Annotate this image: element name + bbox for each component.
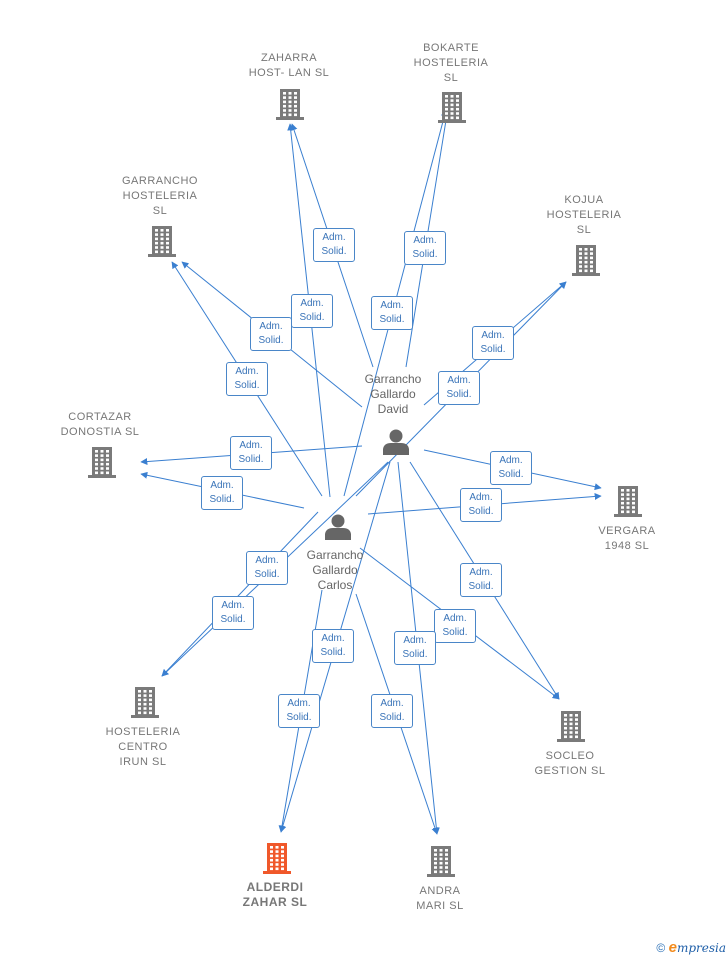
building-icon-kojua[interactable] [572,245,600,276]
role-badge-carlos-cortazar[interactable]: Adm. Solid. [201,476,243,510]
company-label-andra[interactable]: ANDRA MARI SL [416,885,464,912]
company-label-socleo[interactable]: SOCLEO GESTION SL [534,750,606,777]
role-badge-line: Adm. [235,366,259,377]
role-badge-line: Solid. [258,335,284,346]
role-badge-carlos-bokarte[interactable]: Adm. Solid. [371,296,413,330]
building-icon-alderdi[interactable] [263,843,291,874]
person-label-carlos[interactable]: Garrancho Gallardo Carlos [306,548,364,592]
brand-logo-initial: e [668,939,677,956]
role-badge-david-andra[interactable]: Adm. Solid. [394,631,436,665]
role-badge-line: Adm. [255,555,279,566]
role-badge-line: Adm. [321,633,345,644]
role-badge-line: Solid. [412,249,438,260]
building-icon-zaharra[interactable] [276,89,304,120]
role-badge-line: Adm. [380,698,404,709]
role-badge-line: Solid. [468,506,494,517]
role-badge-carlos-socleo[interactable]: Adm. Solid. [434,609,476,643]
role-badge-line: Adm. [380,300,404,311]
company-label-zaharra[interactable]: ZAHARRA HOST- LAN SL [248,52,330,79]
role-badge-line: Solid. [379,712,405,723]
role-badge-david-cortazar[interactable]: Adm. Solid. [230,436,272,470]
building-icon-cortazar[interactable] [88,447,116,478]
role-badge-line: Adm. [322,232,346,243]
role-badge-david-kojua[interactable]: Adm. Solid. [472,326,514,360]
role-badge-david-garrancho[interactable]: Adm. Solid. [250,317,292,351]
role-badge-carlos-andra[interactable]: Adm. Solid. [371,694,413,728]
nodes-layer [88,89,642,877]
role-badge-line: Solid. [286,712,312,723]
building-icon-hosteleria[interactable] [131,687,159,718]
company-label-bokarte[interactable]: BOKARTE HOSTELERIA SL [413,42,489,84]
role-badge-line: Adm. [499,455,523,466]
role-badge-carlos-vergara[interactable]: Adm. Solid. [460,488,502,522]
role-badge-line: Adm. [221,600,245,611]
company-label-garrancho[interactable]: GARRANCHO HOSTELERIA SL [121,175,198,217]
role-badge-line: Adm. [259,321,283,332]
role-badge-line: Solid. [234,380,260,391]
person-icon-david[interactable] [383,429,409,456]
role-badge-line: Adm. [469,567,493,578]
role-badge-line: Solid. [379,314,405,325]
person-label-david[interactable]: Garrancho Gallardo David [364,372,422,416]
building-icon-socleo[interactable] [557,711,585,742]
role-badge-line: Solid. [220,614,246,625]
role-badge-david-socleo[interactable]: Adm. Solid. [460,563,502,597]
role-badge-line: Solid. [446,389,472,400]
role-badge-line: Solid. [238,454,264,465]
role-badge-line: Adm. [443,613,467,624]
role-badge-carlos-hosteleria[interactable]: Adm. Solid. [212,596,254,630]
role-badge-line: Adm. [413,235,437,246]
company-label-hosteleria[interactable]: HOSTELERIA CENTRO IRUN SL [105,726,181,768]
role-badge-line: Solid. [299,312,325,323]
edge-carlos-hosteleria [161,511,319,677]
role-badge-david-alderdi[interactable]: Adm. Solid. [312,629,354,663]
company-label-alderdi[interactable]: ALDERDI ZAHAR SL [242,880,308,909]
role-badge-line: Solid. [320,647,346,658]
brand-logo-text: mpresia [676,941,726,955]
role-badge-line: Adm. [239,440,263,451]
role-badge-david-hosteleria[interactable]: Adm. Solid. [246,551,288,585]
role-badge-line: Adm. [287,698,311,709]
company-label-vergara[interactable]: VERGARA 1948 SL [598,525,656,552]
role-badge-line: Solid. [442,627,468,638]
person-icon-carlos[interactable] [325,514,351,541]
company-label-cortazar[interactable]: CORTAZAR DONOSTIA SL [60,411,140,438]
building-icon-andra[interactable] [427,846,455,877]
building-icon-garrancho[interactable] [148,226,176,257]
role-badge-carlos-alderdi[interactable]: Adm. Solid. [278,694,320,728]
role-badge-david-zaharra[interactable]: Adm. Solid. [313,228,355,262]
role-badge-line: Solid. [254,569,280,580]
footer-brand[interactable]: © empresia [656,939,726,956]
role-badge-line: Adm. [469,492,493,503]
role-badge-line: Solid. [480,344,506,355]
role-badge-line: Adm. [403,635,427,646]
company-label-kojua[interactable]: KOJUA HOSTELERIA SL [546,194,622,236]
role-badge-line: Solid. [321,246,347,257]
role-badge-line: Solid. [498,469,524,480]
role-badge-line: Solid. [402,649,428,660]
role-badge-line: Adm. [447,375,471,386]
role-badge-line: Adm. [210,480,234,491]
role-badge-carlos-garrancho[interactable]: Adm. Solid. [226,362,268,396]
role-badge-david-bokarte[interactable]: Adm. Solid. [404,231,446,265]
role-badge-carlos-zaharra[interactable]: Adm. Solid. [291,294,333,328]
building-icon-bokarte[interactable] [438,92,466,123]
building-icon-vergara[interactable] [614,486,642,517]
role-badge-line: Solid. [468,581,494,592]
role-badge-david-vergara[interactable]: Adm. Solid. [490,451,532,485]
role-badge-line: Adm. [300,298,324,309]
copyright-symbol: © [656,941,666,955]
role-badge-carlos-kojua[interactable]: Adm. Solid. [438,371,480,405]
role-badge-line: Adm. [481,330,505,341]
role-badge-line: Solid. [209,494,235,505]
